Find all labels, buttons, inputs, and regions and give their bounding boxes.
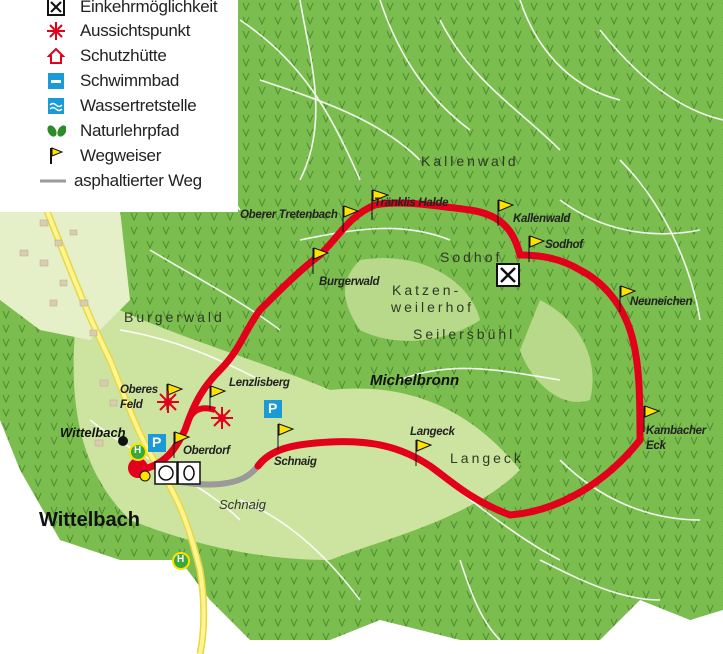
signpost-label: Neuneichen	[630, 296, 693, 308]
signpost-label: Oberes Feld	[120, 384, 158, 411]
viewpoint-icon	[46, 21, 66, 41]
legend-label: asphaltierter Weg	[74, 171, 202, 190]
map-legend: Einkehrmöglichkeit Aussichtspunkt Schutz…	[0, 0, 238, 212]
legend-label: Schwimmbad	[80, 71, 180, 90]
water-treading-icon	[46, 96, 66, 116]
legend-item: Wegweiser	[46, 145, 161, 167]
parking-label: P	[152, 434, 162, 450]
signpost-label: Oberer Tretenbach	[240, 209, 338, 221]
signpost-label: Tränklis Halde	[374, 197, 449, 209]
town-label: Wittelbach	[39, 509, 140, 531]
signpost-icon	[46, 146, 66, 166]
paved-road-icon	[40, 171, 66, 191]
village-houses	[19, 219, 118, 447]
viewpoint-icon	[157, 391, 233, 429]
area-label: weilerhof	[391, 299, 475, 315]
legend-item: asphaltierter Weg	[40, 170, 202, 192]
signpost-label: Kambacher Eck	[646, 425, 706, 452]
legend-label: Wassertretstelle	[80, 96, 197, 115]
area-label: Kallenwald	[421, 153, 519, 169]
area-label: Sodhof	[440, 249, 503, 265]
shelter-icon	[46, 46, 66, 66]
legend-label: Naturlehrpfad	[80, 121, 180, 140]
legend-item: Aussichtspunkt	[46, 20, 190, 42]
place-label: Michelbronn	[370, 372, 460, 389]
legend-label: Einkehrmöglichkeit	[80, 0, 218, 16]
meadow-area	[345, 258, 480, 341]
legend-item: Naturlehrpfad	[46, 120, 179, 142]
signpost-label: Kallenwald	[513, 213, 571, 225]
legend-label: Aussichtspunkt	[80, 21, 191, 40]
parking-label: P	[268, 400, 278, 416]
restaurant-icon	[46, 0, 66, 17]
meadow-area	[73, 290, 520, 560]
area-label: Katzen-	[392, 282, 462, 298]
bus-stop-icon	[129, 443, 190, 570]
church-icon	[118, 436, 128, 446]
restaurant-icon	[496, 263, 520, 287]
legend-item: Schutzhütte	[46, 45, 167, 67]
signpost-label: Lenzlisberg	[229, 377, 290, 389]
village-label: Wittelbach	[60, 425, 126, 440]
legend-item: Wassertretstelle	[46, 95, 197, 117]
area-label: Burgerwald	[124, 309, 225, 325]
hiking-route	[136, 199, 644, 519]
bus-stop-label: H	[134, 445, 142, 456]
signpost-label: Sodhof	[545, 239, 583, 251]
facility-icons	[154, 461, 201, 485]
swimming-pool-icon	[46, 71, 66, 91]
signpost-label: Langeck	[410, 426, 455, 438]
signpost-icon	[166, 189, 661, 466]
meadow-area	[0, 210, 130, 340]
legend-label: Wegweiser	[80, 146, 162, 165]
area-label: Langeck	[450, 450, 524, 466]
bus-stop-label: H	[177, 554, 185, 565]
legend-label: Schutzhütte	[80, 46, 167, 65]
legend-item: Schwimmbad	[46, 70, 179, 92]
road-label: Schnaig	[219, 497, 266, 512]
nature-trail-icon	[46, 121, 66, 141]
signpost-label: Burgerwald	[319, 276, 380, 288]
area-label: Seilersbühl	[413, 326, 516, 342]
legend-item: Einkehrmöglichkeit	[46, 0, 218, 18]
signpost-label: Schnaig	[274, 456, 317, 468]
parking-icon	[148, 400, 282, 452]
signpost-label: Oberdorf	[183, 445, 230, 457]
